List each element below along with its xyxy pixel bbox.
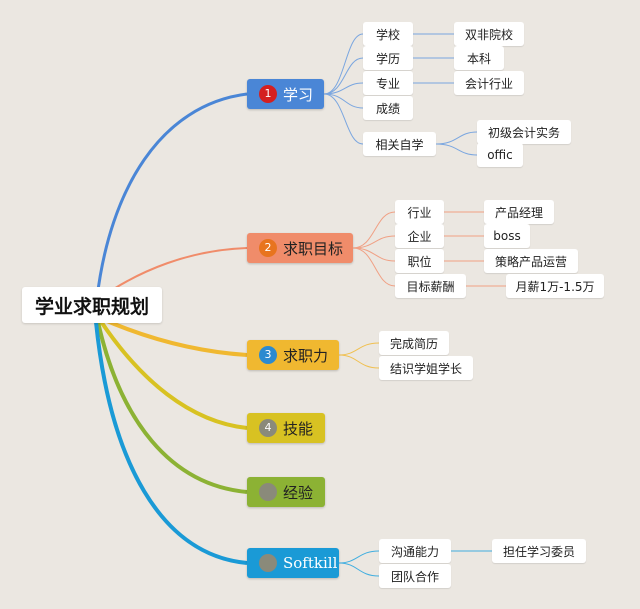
- branch-skills[interactable]: 4 技能: [247, 413, 325, 443]
- link-root-skill: [98, 318, 248, 430]
- node-position[interactable]: 职位: [395, 249, 444, 273]
- node-salary[interactable]: 目标薪酬: [395, 274, 466, 298]
- branch-label: 求职力: [283, 346, 329, 365]
- badge-number-icon: 4: [259, 419, 277, 437]
- branch-softkill[interactable]: Softkill: [247, 548, 339, 578]
- branch-job-ability[interactable]: 3 求职力: [247, 340, 339, 370]
- badge-number-icon: 3: [259, 346, 277, 364]
- link-root-exp: [96, 321, 248, 494]
- branch-label: Softkill: [283, 554, 338, 572]
- branch-study[interactable]: 1 学习: [247, 79, 324, 109]
- badge-number-icon: [259, 554, 277, 572]
- node-school-value[interactable]: 双非院校: [454, 22, 524, 46]
- node-industry-value[interactable]: 产品经理: [484, 200, 554, 224]
- link-root-softkill: [94, 321, 248, 565]
- node-position-value[interactable]: 策略产品运营: [484, 249, 578, 273]
- link-root-study: [95, 92, 248, 299]
- node-company[interactable]: 企业: [395, 224, 444, 248]
- branch-label: 学习: [283, 85, 314, 104]
- node-network[interactable]: 结识学姐学长: [379, 356, 473, 380]
- node-industry[interactable]: 行业: [395, 200, 444, 224]
- node-major-value[interactable]: 会计行业: [454, 71, 524, 95]
- node-school[interactable]: 学校: [363, 22, 413, 46]
- node-degree-value[interactable]: 本科: [454, 46, 504, 70]
- node-office[interactable]: offic: [477, 143, 523, 167]
- branch-job-goal[interactable]: 2 求职目标: [247, 233, 353, 263]
- branch-label: 技能: [283, 419, 314, 438]
- node-study-committee[interactable]: 担任学习委员: [492, 539, 586, 563]
- node-major[interactable]: 专业: [363, 71, 413, 95]
- node-grades[interactable]: 成绩: [363, 96, 413, 120]
- node-accounting-practice[interactable]: 初级会计实务: [477, 120, 571, 144]
- node-teamwork[interactable]: 团队合作: [379, 564, 451, 588]
- branch-experience[interactable]: 经验: [247, 477, 325, 507]
- badge-number-icon: 2: [259, 239, 277, 257]
- node-self-study[interactable]: 相关自学: [363, 132, 436, 156]
- node-degree[interactable]: 学历: [363, 46, 413, 70]
- badge-number-icon: [259, 483, 277, 501]
- node-salary-value[interactable]: 月薪1万-1.5万: [506, 274, 604, 298]
- node-company-value[interactable]: boss: [484, 224, 530, 248]
- node-resume[interactable]: 完成简历: [379, 331, 449, 355]
- branch-label: 求职目标: [283, 239, 344, 258]
- branch-label: 经验: [283, 483, 314, 502]
- node-communication[interactable]: 沟通能力: [379, 539, 451, 563]
- link-root-ability: [99, 316, 248, 357]
- root-node[interactable]: 学业求职规划: [22, 287, 162, 323]
- badge-number-icon: 1: [259, 85, 277, 103]
